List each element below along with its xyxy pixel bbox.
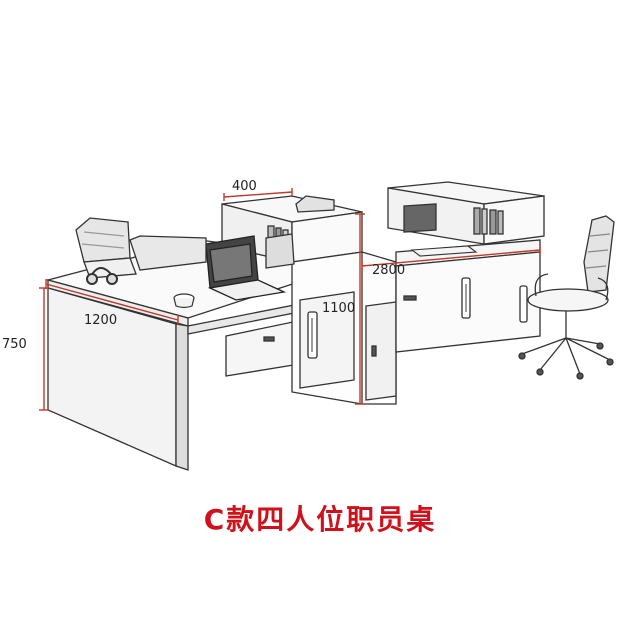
right-desk bbox=[387, 181, 545, 353]
headphones bbox=[86, 267, 118, 285]
laptop bbox=[205, 235, 287, 301]
office-chair-left bbox=[75, 217, 137, 279]
dimension-depth-label: 400 bbox=[232, 179, 257, 194]
coffee-cup bbox=[173, 293, 195, 309]
keyboard bbox=[410, 245, 478, 257]
product-caption: C款四人位职员桌 bbox=[203, 503, 437, 536]
dimension-partition-height-label: 1100 bbox=[322, 301, 355, 316]
office-chair-back bbox=[295, 195, 335, 213]
dimension-lines bbox=[39, 188, 541, 411]
office-chair-right bbox=[518, 215, 615, 380]
dimension-width-label: 1200 bbox=[84, 313, 117, 328]
dimension-length-label: 2800 bbox=[372, 263, 405, 278]
center-spine-cabinet bbox=[221, 195, 397, 405]
desk-partition-screen bbox=[129, 233, 295, 271]
dimension-desk-height-label: 750 bbox=[2, 337, 27, 352]
